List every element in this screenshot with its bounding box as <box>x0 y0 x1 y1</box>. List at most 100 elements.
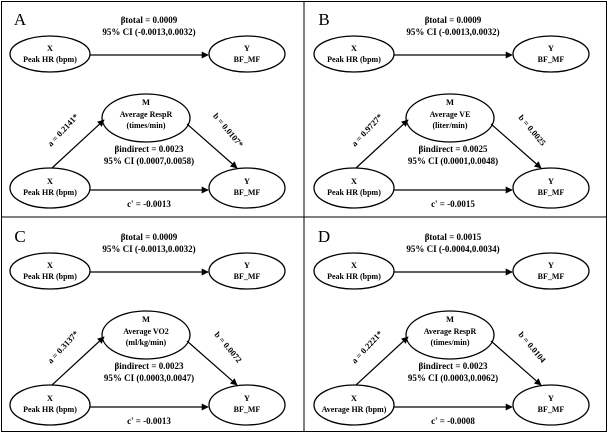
mediation-x-node <box>9 384 91 426</box>
mediation-x-name: X <box>47 176 54 186</box>
total-x-name: X <box>47 43 54 53</box>
total-y-node <box>512 252 590 290</box>
path-b-arrow <box>490 123 542 169</box>
mediator-name: M <box>142 314 150 324</box>
total-ci: 95% CI (-0.0013,0.0032) <box>406 27 499 37</box>
total-x-name: X <box>351 260 358 270</box>
path-b-arrow <box>490 340 542 386</box>
total-beta: βtotal = 0.0009 <box>121 15 178 25</box>
mediator-label-1: Average RespR <box>120 110 173 119</box>
path-c-prime-label: c' = -0.0015 <box>431 199 475 209</box>
path-a-label: a = 0.3137* <box>45 329 80 366</box>
mediator-node <box>101 93 191 143</box>
total-x-name: X <box>47 260 54 270</box>
indirect-beta: βindirect = 0.0023 <box>419 361 488 371</box>
mediation-y-node <box>512 384 590 426</box>
mediation-y-node <box>208 384 286 426</box>
path-b-arrow <box>186 340 238 386</box>
total-y-name: Y <box>244 260 250 270</box>
path-a-arrow <box>51 336 105 386</box>
mediation-y-label: BF_MF <box>538 405 565 414</box>
mediation-x-name: X <box>47 393 54 403</box>
panel-letter: C <box>14 227 25 246</box>
total-y-name: Y <box>548 43 554 53</box>
path-c-prime-label: c' = -0.0013 <box>127 416 171 426</box>
total-y-label: BF_MF <box>234 272 261 281</box>
mediation-y-label: BF_MF <box>234 405 261 414</box>
total-x-node <box>9 252 91 290</box>
mediator-label-2: (ml/kg/min) <box>126 338 167 347</box>
total-beta: βtotal = 0.0009 <box>425 15 482 25</box>
total-y-name: Y <box>548 260 554 270</box>
total-y-name: Y <box>244 43 250 53</box>
total-x-node <box>313 35 395 73</box>
mediator-node <box>405 310 495 360</box>
mediator-label-2: (times/min) <box>126 121 165 130</box>
indirect-beta: βindirect = 0.0025 <box>419 144 488 154</box>
mediation-x-node <box>9 167 91 209</box>
total-x-label: Peak HR (bpm) <box>327 272 381 281</box>
total-ci: 95% CI (-0.0013,0.0032) <box>102 244 195 254</box>
total-y-label: BF_MF <box>234 55 261 64</box>
mediation-y-name: Y <box>548 176 554 186</box>
total-y-node <box>208 35 286 73</box>
panel-c: C X Peak HR (bpm) Y BF_MF βtotal = 0.0009 95% … <box>9 227 286 426</box>
indirect-ci: 95% CI (0.0003,0.0047) <box>104 373 194 383</box>
indirect-ci: 95% CI (0.0001,0.0048) <box>408 156 498 166</box>
indirect-ci: 95% CI (0.0007,0.0058) <box>104 156 194 166</box>
path-b-label: b = 0.0072 <box>213 330 245 365</box>
mediator-name: M <box>446 97 454 107</box>
mediator-node <box>101 310 191 360</box>
mediation-y-label: BF_MF <box>234 188 261 197</box>
total-x-label: Peak HR (bpm) <box>23 272 77 281</box>
total-x-name: X <box>351 43 358 53</box>
mediation-x-node <box>313 384 395 426</box>
mediation-x-node <box>313 167 395 209</box>
total-y-node <box>208 252 286 290</box>
path-a-label: a = 0.2221* <box>349 329 384 366</box>
mediator-name: M <box>446 314 454 324</box>
mediation-y-name: Y <box>244 176 250 186</box>
total-x-node <box>313 252 395 290</box>
total-ci: 95% CI (-0.0004,0.0034) <box>406 244 499 254</box>
panel-letter: D <box>318 227 330 246</box>
mediator-node <box>405 93 495 143</box>
total-x-label: Peak HR (bpm) <box>327 55 381 64</box>
mediator-name: M <box>142 97 150 107</box>
mediation-x-name: X <box>351 176 358 186</box>
mediation-x-name: X <box>351 393 358 403</box>
total-beta: βtotal = 0.0015 <box>425 232 482 242</box>
total-y-label: BF_MF <box>538 55 565 64</box>
path-a-label: a = 0.9727* <box>349 112 384 149</box>
indirect-beta: βindirect = 0.0023 <box>115 361 184 371</box>
path-c-prime-label: c' = -0.0008 <box>431 416 475 426</box>
mediation-y-name: Y <box>244 393 250 403</box>
mediation-y-node <box>512 167 590 209</box>
panel-d: D X Peak HR (bpm) Y BF_MF βtotal = 0.0015 95% … <box>313 227 590 426</box>
mediation-x-label: Average HR (bpm) <box>322 405 387 414</box>
path-a-label: a = 0.2141* <box>45 112 80 149</box>
mediator-label-1: Average VE <box>430 110 471 119</box>
mediation-y-node <box>208 167 286 209</box>
path-b-arrow <box>186 123 238 169</box>
mediator-label-1: Average VO2 <box>123 327 169 336</box>
panel-letter: B <box>318 10 329 29</box>
panel-letter: A <box>14 10 27 29</box>
indirect-ci: 95% CI (0.0003,0.0062) <box>408 373 498 383</box>
path-b-label: b = 0.0107* <box>211 111 245 149</box>
path-a-arrow <box>51 119 105 169</box>
total-x-label: Peak HR (bpm) <box>23 55 77 64</box>
mediation-y-label: BF_MF <box>538 188 565 197</box>
mediator-label-2: (times/min) <box>430 338 469 347</box>
mediator-label-2: (liter/min) <box>432 121 467 130</box>
path-a-arrow <box>355 119 409 169</box>
total-beta: βtotal = 0.0009 <box>121 232 178 242</box>
panel-a: A X Peak HR (bpm) Y BF_MF βtotal = 0.0009 95% … <box>9 10 286 209</box>
indirect-beta: βindirect = 0.0023 <box>115 144 184 154</box>
path-a-arrow <box>355 336 409 386</box>
mediation-x-label: Peak HR (bpm) <box>23 405 77 414</box>
mediation-y-name: Y <box>548 393 554 403</box>
total-ci: 95% CI (-0.0013,0.0032) <box>102 27 195 37</box>
mediation-x-label: Peak HR (bpm) <box>23 188 77 197</box>
